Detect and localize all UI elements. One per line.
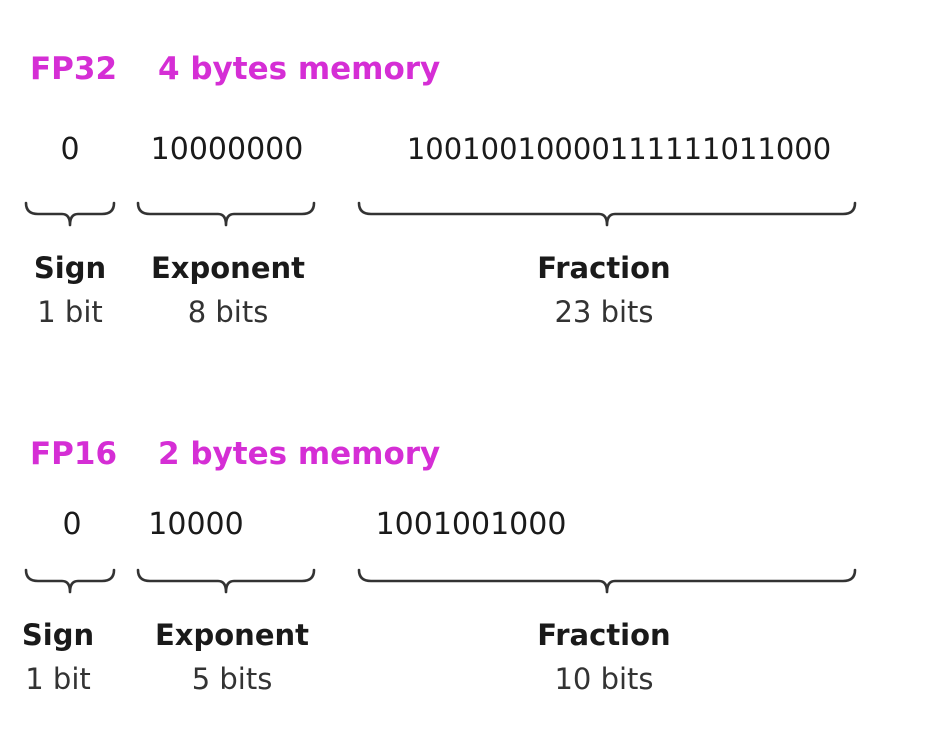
fp32-fraction-bits: 10010010000111111011000	[406, 132, 832, 166]
fp16-exponent-brace	[136, 568, 316, 594]
fp32-fraction-brace	[357, 201, 857, 227]
fp32-exponent-brace	[136, 201, 316, 227]
fp32-fraction-label: Fraction	[537, 251, 671, 285]
fp32-exponent-label: Exponent	[150, 251, 306, 285]
fp32-format-title: FP32	[30, 51, 118, 87]
fp16-fraction-size: 10 bits	[554, 662, 654, 696]
fp32-sign-brace	[24, 201, 116, 227]
fp16-fraction-label: Fraction	[537, 618, 671, 652]
fp32-exponent-size: 8 bits	[187, 295, 269, 329]
fp16-exponent-size: 5 bits	[191, 662, 273, 696]
fp32-fraction-size: 23 bits	[554, 295, 654, 329]
fp16-fraction-brace	[357, 568, 857, 594]
fp32-sign-bits: 0	[60, 132, 80, 167]
fp32-exponent-bits: 10000000	[150, 132, 304, 167]
fp32-memory-label: 4 bytes memory	[158, 51, 441, 87]
fp16-exponent-label: Exponent	[154, 618, 310, 652]
fp16-sign-bits: 0	[62, 507, 82, 542]
fp32-sign-size: 1 bit	[37, 295, 103, 329]
fp16-memory-label: 2 bytes memory	[158, 436, 441, 472]
fp16-sign-brace	[24, 568, 116, 594]
fp16-format-title: FP16	[30, 436, 118, 472]
fp16-sign-label: Sign	[21, 618, 95, 652]
fp16-exponent-bits: 10000	[148, 507, 244, 542]
fp16-fraction-bits: 1001001000	[375, 507, 567, 542]
fp32-sign-label: Sign	[33, 251, 107, 285]
fp16-sign-size: 1 bit	[25, 662, 91, 696]
